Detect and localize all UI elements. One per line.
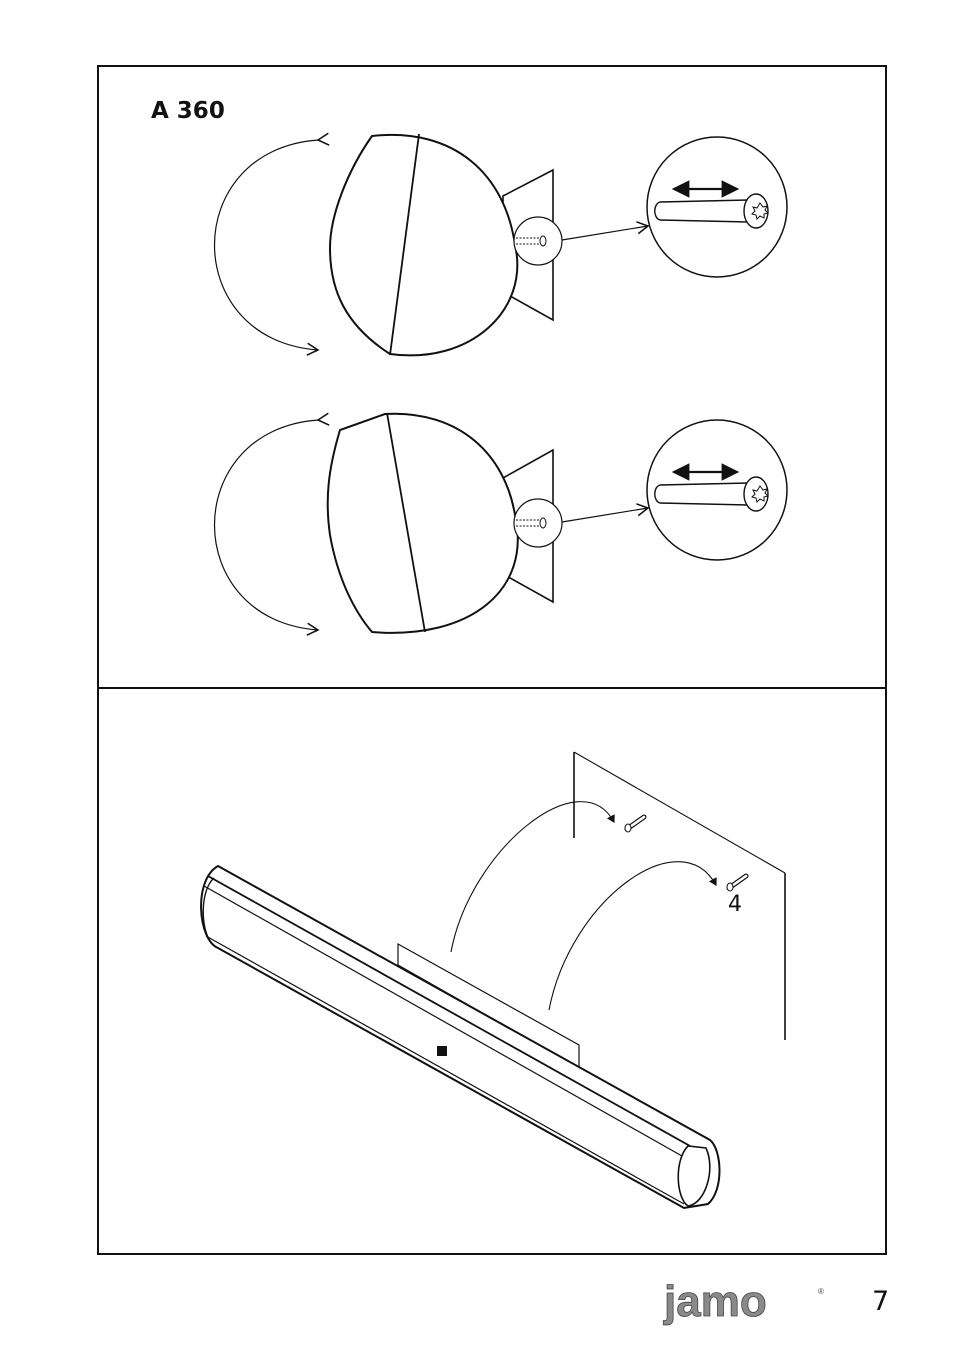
screw-quantity-label: 4 (728, 892, 742, 917)
speaker-diagram-2 (215, 413, 788, 633)
brand-logo: jamo ® (662, 1280, 830, 1328)
soundbar-indicator (437, 1046, 447, 1056)
detail-callout-small-2 (514, 499, 562, 547)
wall-mount-diagram (201, 752, 785, 1208)
svg-text:jamo: jamo (663, 1280, 767, 1326)
wall-screw-icon (625, 817, 644, 832)
callout-pointer-2 (562, 508, 648, 522)
page-number: 7 (872, 1286, 889, 1317)
detail-callout-small-1 (514, 217, 562, 265)
curved-arrow-icon (549, 862, 716, 1010)
rotation-arrow-1 (215, 140, 319, 350)
speaker-diagram-1 (215, 134, 788, 355)
soundbar-body (201, 866, 719, 1208)
speaker-body-2 (328, 414, 518, 633)
rotation-arrow-2 (215, 420, 319, 630)
wall-top-edge (574, 752, 785, 873)
callout-pointer-1 (562, 226, 648, 240)
speaker-body-1 (330, 135, 517, 355)
svg-text:®: ® (818, 1287, 824, 1296)
wall-screw-icon (727, 876, 746, 891)
curved-arrow-icon (451, 802, 614, 952)
